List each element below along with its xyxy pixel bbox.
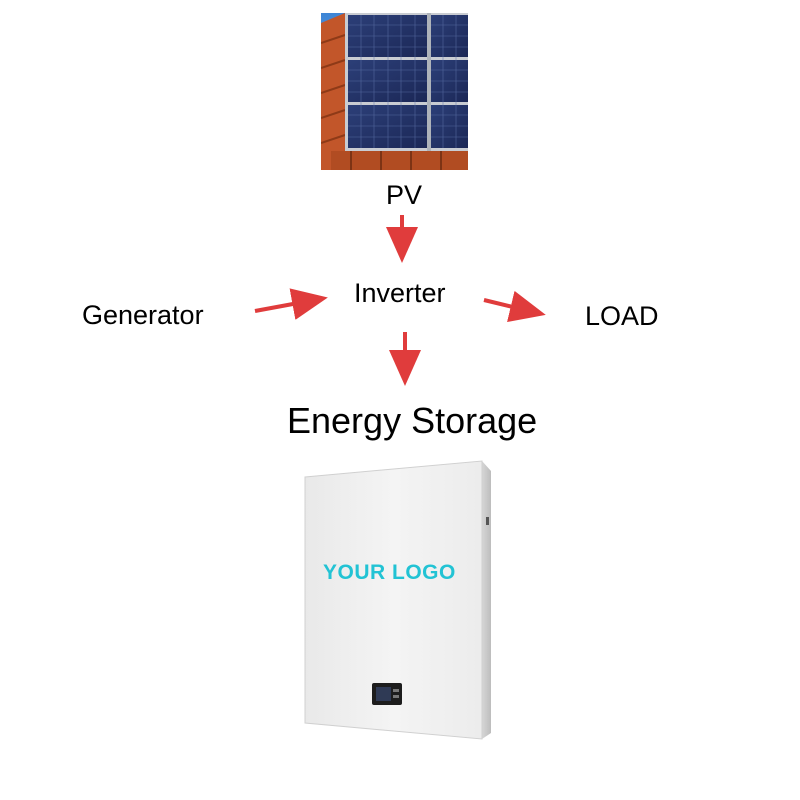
solar-panel-image: [321, 13, 468, 170]
arrow-generator-to-inverter: [254, 288, 328, 320]
battery-image: [304, 460, 491, 740]
battery-logo-text: YOUR LOGO: [323, 561, 456, 584]
energy-storage-label: Energy Storage: [287, 400, 538, 441]
generator-label: Generator: [82, 300, 204, 330]
pv-label: PV: [386, 180, 423, 210]
load-label: LOAD: [585, 301, 659, 331]
arrow-inverter-to-load: [483, 290, 546, 323]
inverter-label: Inverter: [354, 278, 446, 308]
